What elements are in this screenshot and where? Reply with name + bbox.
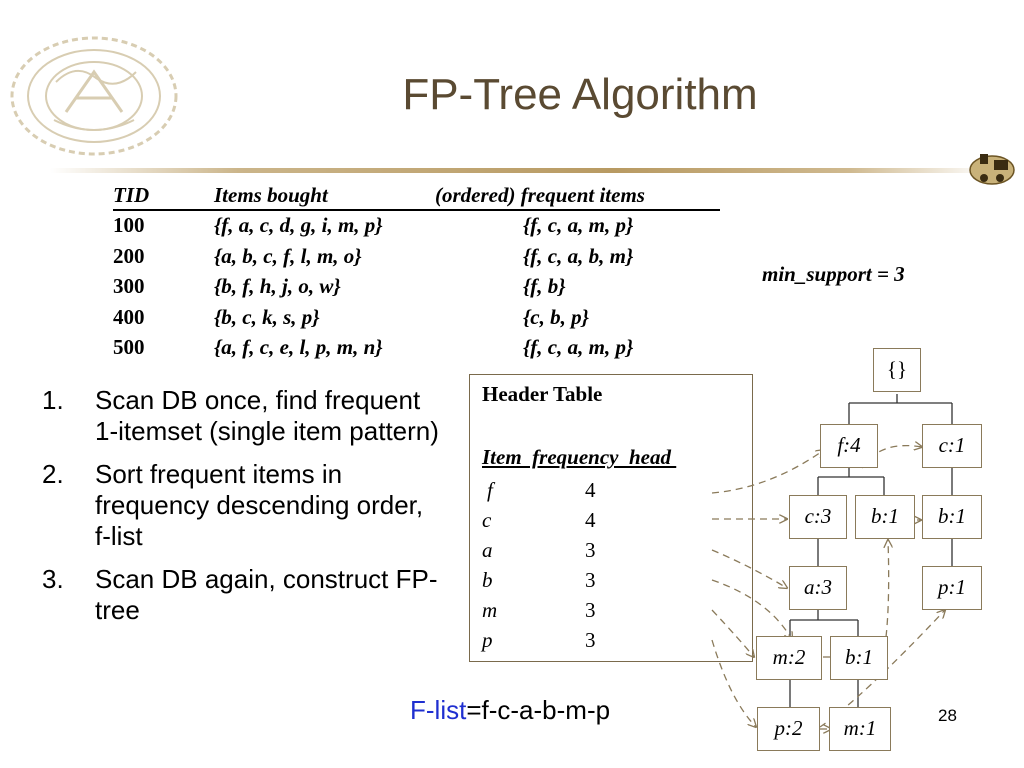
item-cell: c xyxy=(482,508,492,532)
page-number: 28 xyxy=(938,706,957,725)
step-number: 1. xyxy=(42,385,64,415)
frequency-cell: 4 xyxy=(585,508,596,532)
items-cell: {a, f, c, e, l, p, m, n} xyxy=(214,335,383,359)
tree-node: a:3 xyxy=(789,566,847,610)
items-cell: {f, a, c, d, g, i, m, p} xyxy=(214,213,383,237)
items-cell: {a, b, c, f, l, m, o} xyxy=(214,243,362,268)
frequency-cell: 3 xyxy=(585,598,596,622)
tree-node: p:2 xyxy=(757,707,820,751)
step-number: 2. xyxy=(42,459,64,489)
tree-node: f:4 xyxy=(820,424,878,468)
tid-cell: 200 xyxy=(113,243,145,268)
frequency-cell: 3 xyxy=(585,538,596,562)
item-cell: f xyxy=(487,478,493,502)
tree-node: c:1 xyxy=(922,424,982,468)
tid-cell: 100 xyxy=(113,213,145,237)
header-ordered-items: (ordered) frequent items xyxy=(435,183,645,207)
f-list-label: F-list xyxy=(410,695,467,725)
step-item: 3. Scan DB again, construct FP-tree xyxy=(42,564,442,626)
tree-node: m:2 xyxy=(756,636,822,680)
step-text: Scan DB again, construct FP-tree xyxy=(95,564,438,625)
tid-cell: 500 xyxy=(113,335,145,359)
items-cell: {b, f, h, j, o, w} xyxy=(214,274,341,298)
algorithm-steps: 1. Scan DB once, find frequent 1-itemset… xyxy=(42,385,442,638)
header-table: Header Table Item frequency head f 4 c 4… xyxy=(469,374,753,662)
frequency-cell: 3 xyxy=(585,628,596,652)
item-cell: b xyxy=(482,568,493,592)
frequency-cell: 3 xyxy=(585,568,596,592)
step-text: Sort frequent items in frequency descend… xyxy=(95,459,424,551)
step-item: 2. Sort frequent items in frequency desc… xyxy=(42,459,442,552)
tree-node: c:3 xyxy=(789,495,847,539)
tid-cell: 400 xyxy=(113,304,145,329)
header-table-title: Header Table xyxy=(482,382,603,406)
tree-node: b:1 xyxy=(830,636,888,680)
tree-node: b:1 xyxy=(855,495,915,539)
header-table-columns: Item frequency head xyxy=(482,445,677,469)
ordered-cell: {f, c, a, m, p} xyxy=(523,213,634,237)
ordered-cell: {c, b, p} xyxy=(523,304,589,329)
table-header-row: TID Items bought (ordered) frequent item… xyxy=(113,180,720,211)
ordered-cell: {f, b} xyxy=(523,274,566,298)
purdue-train-icon xyxy=(966,146,1018,188)
step-number: 3. xyxy=(42,564,64,594)
f-list: F-list=f-c-a-b-m-p xyxy=(410,695,610,726)
step-item: 1. Scan DB once, find frequent 1-itemset… xyxy=(42,385,442,447)
slide-title: FP-Tree Algorithm xyxy=(402,70,758,119)
f-list-value: =f-c-a-b-m-p xyxy=(466,695,611,725)
tid-cell: 300 xyxy=(113,274,145,298)
item-cell: p xyxy=(482,628,493,652)
item-cell: a xyxy=(482,538,493,562)
min-support-label: min_support = 3 xyxy=(762,262,905,286)
step-text: Scan DB once, find frequent 1-itemset (s… xyxy=(95,385,439,446)
ordered-cell: {f, c, a, m, p} xyxy=(523,335,634,359)
items-cell: {b, c, k, s, p} xyxy=(214,304,320,329)
item-cell: m xyxy=(482,598,498,622)
tree-node: p:1 xyxy=(922,566,982,610)
title-divider xyxy=(50,168,990,173)
tree-node: m:1 xyxy=(829,707,891,751)
university-seal-logo xyxy=(6,32,182,160)
header-tid: TID xyxy=(113,183,150,207)
tree-root-node: {} xyxy=(873,348,921,392)
frequency-cell: 4 xyxy=(585,478,596,502)
transaction-table: TID Items bought (ordered) frequent item… xyxy=(113,180,723,365)
ordered-cell: {f, c, a, b, m} xyxy=(523,243,634,268)
tree-node: b:1 xyxy=(922,495,982,539)
header-items-bought: Items bought xyxy=(214,183,328,207)
